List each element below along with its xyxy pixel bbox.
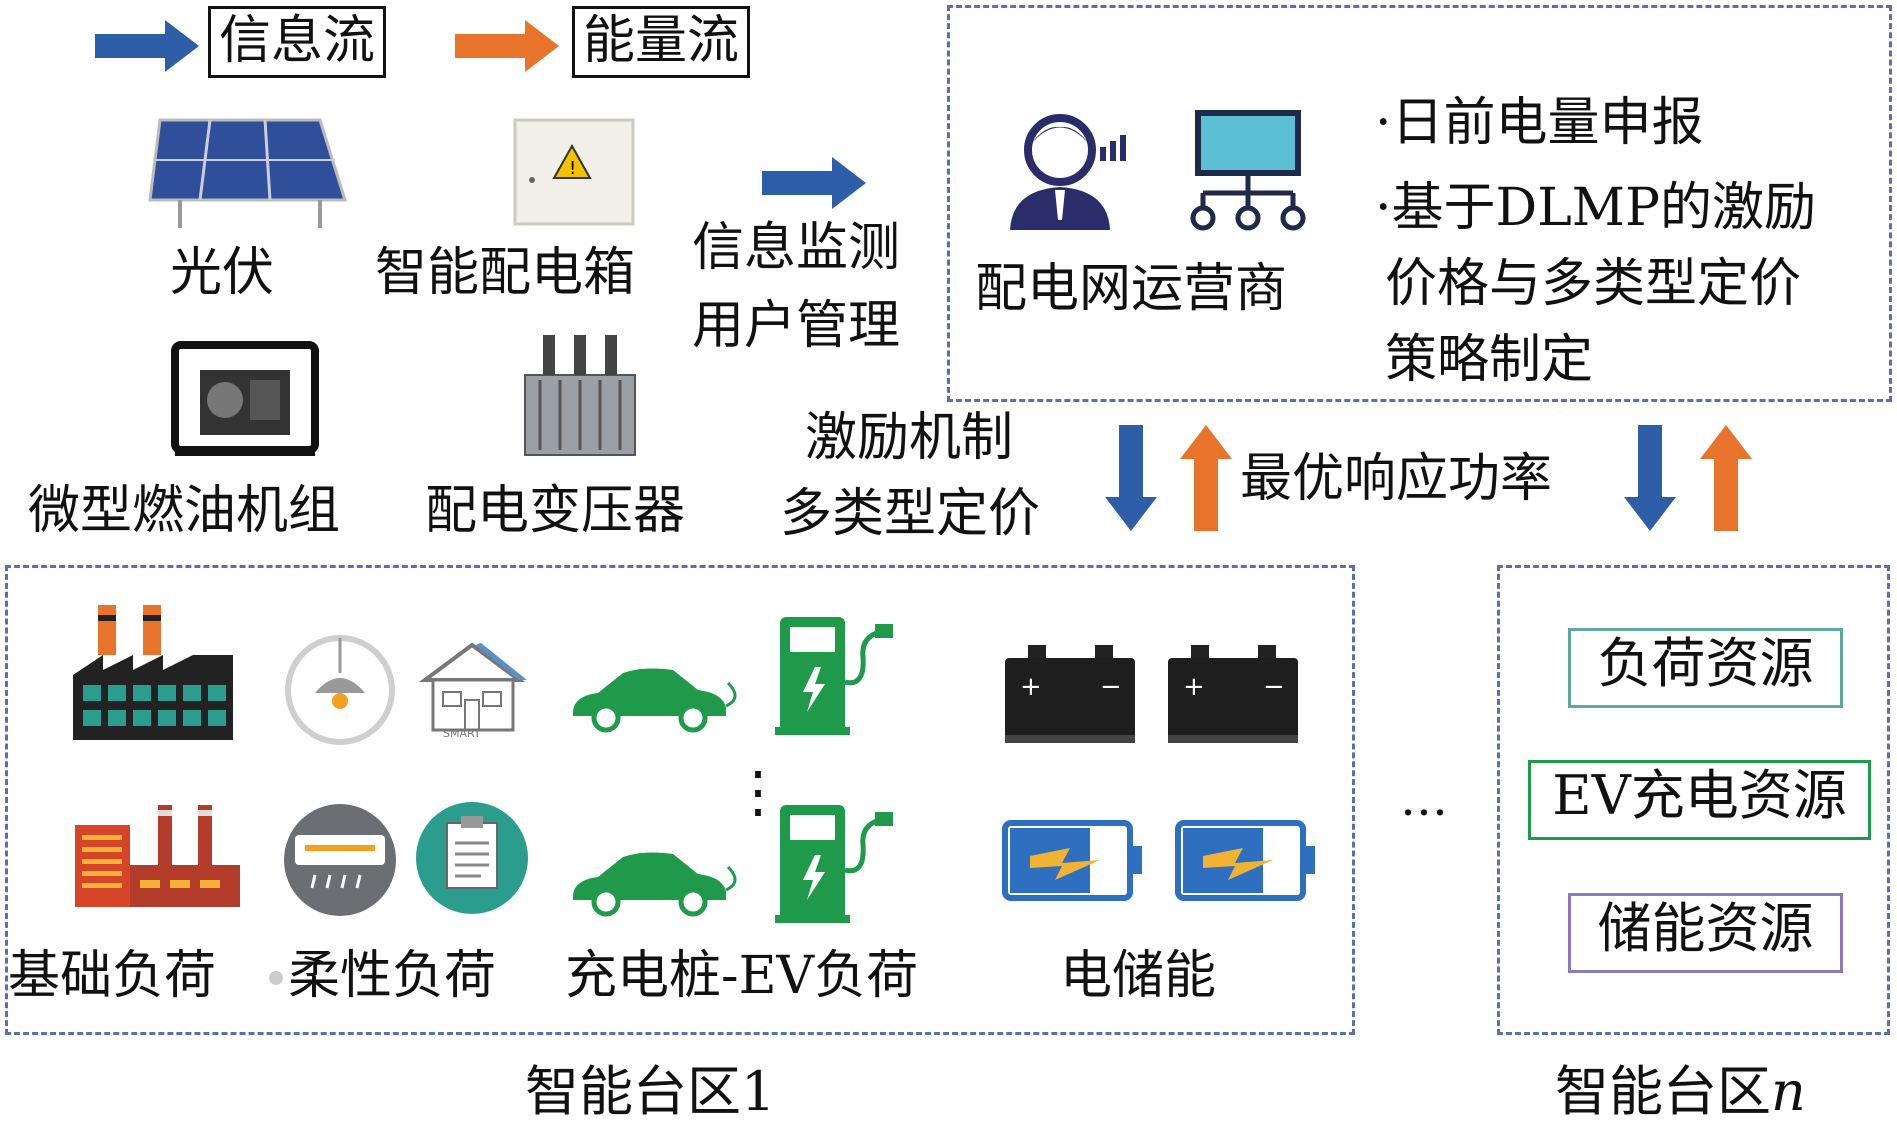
clipboard-icon [416,802,528,914]
ev-load-label: 充电桩-EV负荷 [565,946,919,1006]
up-energy-arrow-icon [1180,425,1232,531]
down-info-arrow-icon [1105,425,1157,531]
legend-info-flow: 信息流 [208,6,387,78]
smart-distribution-box-icon: ! [513,118,635,226]
factory-icon [73,605,233,740]
energy-flow-arrow-icon [455,20,559,72]
separator-dot-icon [269,971,283,985]
ev-car-icon [573,668,737,733]
charging-battery-icon [1175,820,1315,901]
operator-bullet-2c: 策略制定 [1385,330,1594,390]
info-flow-arrow-icon [762,157,866,209]
person-icon [1010,114,1126,230]
lamp-icon [285,635,395,745]
info-monitor-label: 信息监测 [692,218,901,278]
solar-panel-icon [148,118,348,228]
battery-icon: + − [1168,645,1298,743]
svg-text:−: − [1263,672,1285,702]
down-info-arrow-icon [1624,425,1676,531]
network-monitor-icon [1190,110,1306,231]
multi-pricing-label: 多类型定价 [780,484,1041,544]
transformer-icon [524,335,636,456]
incentive-label: 激励机制 [805,408,1014,468]
smart-box-label: 智能配电箱 [375,243,636,303]
zone-1-caption: 智能台区1 [525,1060,776,1123]
smart-home-icon: SMART [418,642,527,740]
ev-resource-box: EV充电资源 [1528,760,1871,840]
charging-station-icon [775,805,893,923]
svg-text:+: + [1020,672,1042,702]
pv-label: 光伏 [170,243,275,303]
air-conditioner-icon [284,804,396,916]
factory-icon [75,805,240,907]
operator-bullet-2b: 价格与多类型定价 [1385,254,1802,314]
horizontal-ellipsis: … [1400,771,1448,827]
svg-text:+: + [1183,672,1205,702]
battery-icon: + − [1005,645,1135,743]
generator-label: 微型燃油机组 [28,481,341,541]
info-flow-arrow-icon [95,20,199,72]
storage-label: 电储能 [1060,946,1217,1006]
optimal-power-label: 最优响应功率 [1240,449,1553,509]
zone-n-box [1497,565,1890,1035]
user-management-label: 用户管理 [692,296,901,356]
zone-n-caption-var: n [1771,1060,1806,1123]
operator-bullet-1: ·日前电量申报 [1375,93,1704,153]
vertical-ellipsis: ⋮ [730,760,786,825]
generator-icon [171,341,319,456]
up-energy-arrow-icon [1700,425,1752,531]
svg-text:!: ! [569,158,576,179]
zone-n-caption-prefix: 智能台区 [1555,1060,1771,1123]
operator-bullet-2: ·基于DLMP的激励 [1375,178,1816,238]
svg-text:SMART: SMART [443,727,481,740]
transformer-label: 配电变压器 [425,481,686,541]
legend-energy-flow: 能量流 [572,6,751,78]
load-resource-box: 负荷资源 [1568,628,1843,708]
svg-text:−: − [1100,672,1122,702]
operator-name: 配电网运营商 [975,259,1288,319]
charging-battery-icon [1002,820,1142,901]
zone-n-caption: 智能台区n [1555,1065,1806,1119]
base-load-label: 基础负荷 [8,946,217,1006]
zone-1-box [5,565,1355,1035]
storage-resource-box: 储能资源 [1568,893,1843,973]
ev-car-icon [573,852,737,917]
flex-load-label: 柔性负荷 [288,946,497,1006]
charging-station-icon [775,617,893,735]
operator-box [947,5,1892,402]
